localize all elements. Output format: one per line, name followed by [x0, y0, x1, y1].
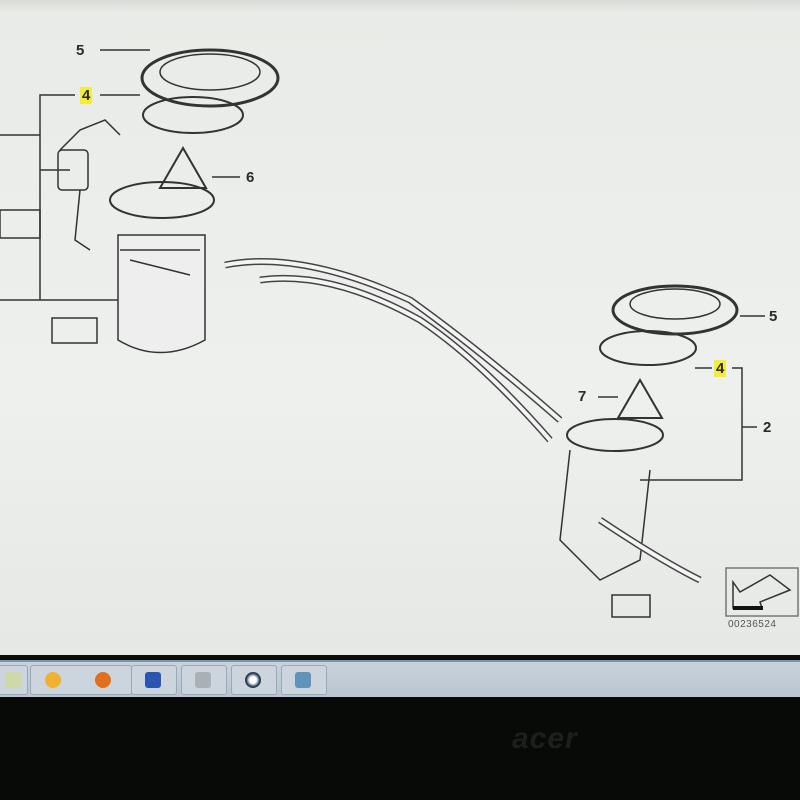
taskbar-bmw-button[interactable]: [231, 665, 277, 695]
callout-5-left: 5: [76, 42, 85, 59]
callout-4-left: 4: [80, 87, 93, 104]
part-number: 00236524: [728, 619, 777, 630]
callout-4-right: 4: [714, 360, 727, 377]
callout-2: 2: [763, 419, 772, 436]
monitor-brand-logo: acer: [512, 722, 578, 755]
callout-7: 7: [578, 388, 587, 405]
callout-6: 6: [246, 169, 255, 186]
document-viewer-icon: [145, 672, 161, 688]
monitor-bezel: [0, 697, 800, 800]
media-player-icon: [45, 672, 61, 688]
left-warning-triangle: [158, 145, 208, 189]
firefox-icon: [95, 672, 111, 688]
screen: 5 4 6 5 4 7 2 00236524: [0, 0, 800, 655]
app-icon: [5, 672, 21, 688]
folder-icon: [195, 672, 211, 688]
window-icon: [295, 672, 311, 688]
taskbar-folder-button[interactable]: [181, 665, 227, 695]
parts-diagram: [0, 48, 799, 618]
bmw-icon: [245, 672, 261, 688]
right-ring: [611, 284, 739, 336]
right-warning-triangle: [616, 378, 664, 419]
taskbar-document-button[interactable]: [131, 665, 177, 695]
taskbar: [0, 660, 800, 698]
callout-5-right: 5: [769, 308, 778, 325]
taskbar-window-button[interactable]: [281, 665, 327, 695]
left-seal: [142, 96, 244, 134]
taskbar-media-button[interactable]: [30, 665, 132, 695]
left-ring: [140, 48, 280, 108]
taskbar-app-button[interactable]: [0, 665, 28, 695]
right-seal: [599, 330, 697, 366]
